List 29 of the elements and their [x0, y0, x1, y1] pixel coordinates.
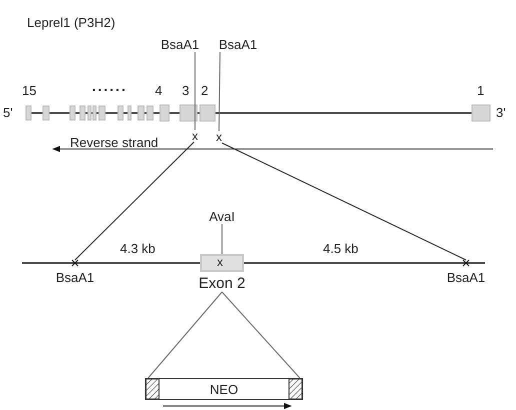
distance-label: 4.5 kb — [323, 242, 358, 255]
restriction-site-label: BsaA1 — [446, 271, 486, 284]
exon-label: Exon 2 — [198, 276, 246, 291]
exon-number: 15 — [22, 84, 36, 97]
zoom-line — [194, 52, 196, 130]
cassette-label: NEO — [208, 383, 240, 396]
cassette-box — [145, 378, 303, 400]
restriction-site-label: BsaA1 — [55, 271, 95, 284]
distance-label: 4.3 kb — [120, 242, 156, 255]
end-label: 5' — [3, 106, 13, 119]
exon-number: 4 — [155, 84, 162, 97]
ellipsis: ...... — [92, 79, 128, 93]
zoom-line — [148, 292, 222, 378]
restriction-site-label: AvaI — [208, 210, 236, 223]
exon-number: 2 — [201, 84, 208, 97]
exon-number: 1 — [477, 84, 484, 97]
zoom-line — [222, 142, 466, 260]
restriction-site-label: BsaA1 — [160, 38, 200, 51]
strand-label: Reverse strand — [70, 136, 158, 149]
exon-number: 3 — [182, 84, 190, 97]
title: Leprel1 (P3H2) — [27, 16, 116, 29]
restriction-site-label: BsaA1 — [218, 38, 258, 51]
zoom-line — [218, 52, 220, 132]
end-label: 3' — [496, 106, 506, 119]
cut-site-mark: x — [215, 131, 223, 143]
cut-site-mark: x — [191, 130, 199, 142]
cut-site-mark: x — [217, 256, 223, 268]
zoom-line — [222, 292, 300, 378]
zoom-line — [74, 142, 194, 260]
